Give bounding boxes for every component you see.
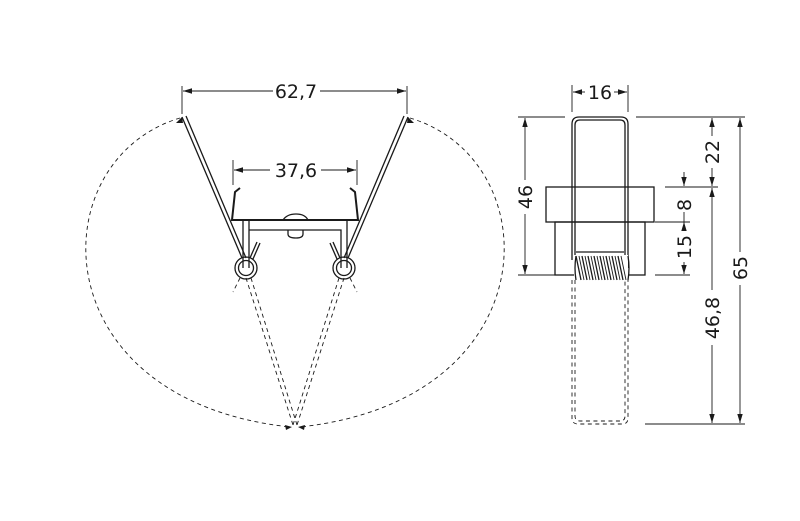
dim-8: 8 [674,199,696,211]
dimension-8: 8 [674,172,696,222]
dim-65: 65 [730,256,752,280]
front-view: 62,7 37,6 [85,81,505,430]
profile-channel [230,187,360,268]
spring-loop-left [234,241,261,280]
dim-46-8: 46,8 [702,297,724,339]
dimension-clip-width: 16 [571,82,629,112]
dim-46: 46 [515,185,537,209]
spring-loop-right [329,241,356,280]
swing-arc-right [299,117,505,428]
dimension-22: 22 [702,118,724,186]
spring-arm-left [181,115,247,259]
dimension-profile-width: 37,6 [232,160,358,185]
dim-37-6: 37,6 [275,160,317,182]
spring-arm-right-closed [292,277,358,426]
dimension-46-8: 46,8 [702,188,724,423]
coil-spring [574,255,630,281]
flange-block [545,186,655,223]
clip-wire [571,116,629,268]
dim-22: 22 [702,140,724,164]
spring-arm-left-closed [232,277,298,426]
swing-arc-left [85,117,291,428]
dimension-15: 15 [674,222,696,274]
side-view: 16 46 22 8 15 [515,82,752,425]
dimension-overall-width: 62,7 [181,81,408,114]
spring-arm-right [343,115,409,259]
dim-16: 16 [588,82,612,104]
clip-wire-closed [571,280,629,425]
dimension-46: 46 [515,118,537,274]
dim-62-7: 62,7 [275,81,317,103]
dimension-65: 65 [730,118,752,423]
dim-15: 15 [674,235,696,259]
